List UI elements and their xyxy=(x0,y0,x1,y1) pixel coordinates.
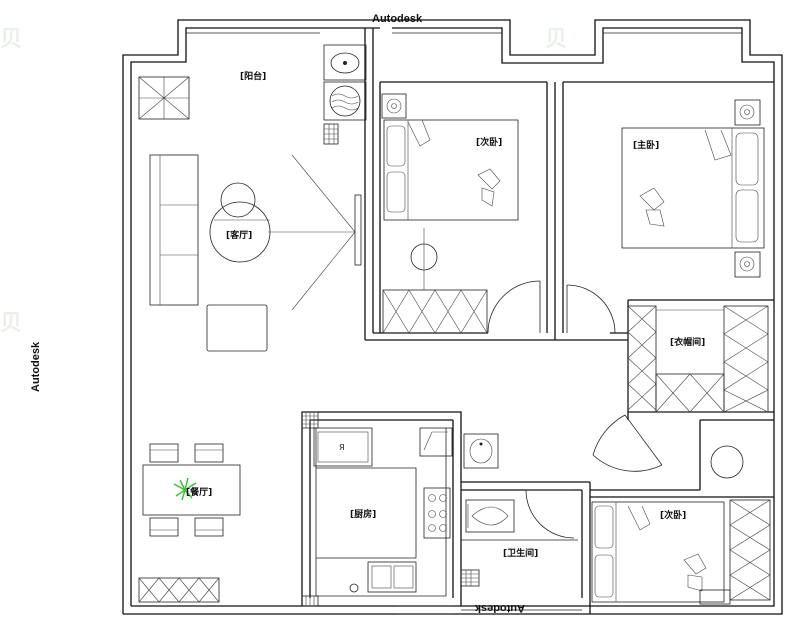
living-room-furniture xyxy=(149,154,362,352)
kitchen-fixtures: Я xyxy=(313,427,453,597)
interior-walls xyxy=(301,28,774,615)
brand-top: Autodesk xyxy=(372,13,423,25)
svg-text:贝: 贝 xyxy=(0,311,22,336)
bedroom-top-furniture xyxy=(381,93,541,334)
label-second-bedroom-top: [次卧] xyxy=(476,136,502,148)
dining-furniture xyxy=(138,443,241,603)
svg-text:Я: Я xyxy=(339,443,345,452)
svg-text:贝: 贝 xyxy=(0,27,22,52)
label-second-bedroom-bottom: [次卧] xyxy=(660,509,686,521)
label-bathroom: [卫生间] xyxy=(503,547,538,559)
outer-walls xyxy=(122,19,783,615)
label-cloakroom: [衣帽间] xyxy=(670,336,705,348)
label-living-room: [客厅] xyxy=(226,229,252,241)
brand-bottom: Autodesk xyxy=(474,602,525,614)
svg-text:贝: 贝 xyxy=(545,27,567,52)
label-kitchen: [厨房] xyxy=(350,508,376,520)
label-balcony: [阳台] xyxy=(240,70,266,82)
label-dining-room: [餐厅] xyxy=(186,486,212,498)
balcony-fixtures xyxy=(138,44,367,121)
bathroom-fixtures xyxy=(461,433,578,541)
pillars xyxy=(301,123,480,607)
plant-icon xyxy=(173,477,197,501)
brand-left: Autodesk xyxy=(30,341,42,392)
bedroom-bottom-furniture xyxy=(591,445,771,605)
cloakroom-furniture xyxy=(592,305,769,472)
label-master-bedroom: [主卧] xyxy=(633,139,659,151)
master-bedroom-furniture xyxy=(566,99,765,334)
watermark-marks: 贝 贝 贝 xyxy=(0,27,567,336)
